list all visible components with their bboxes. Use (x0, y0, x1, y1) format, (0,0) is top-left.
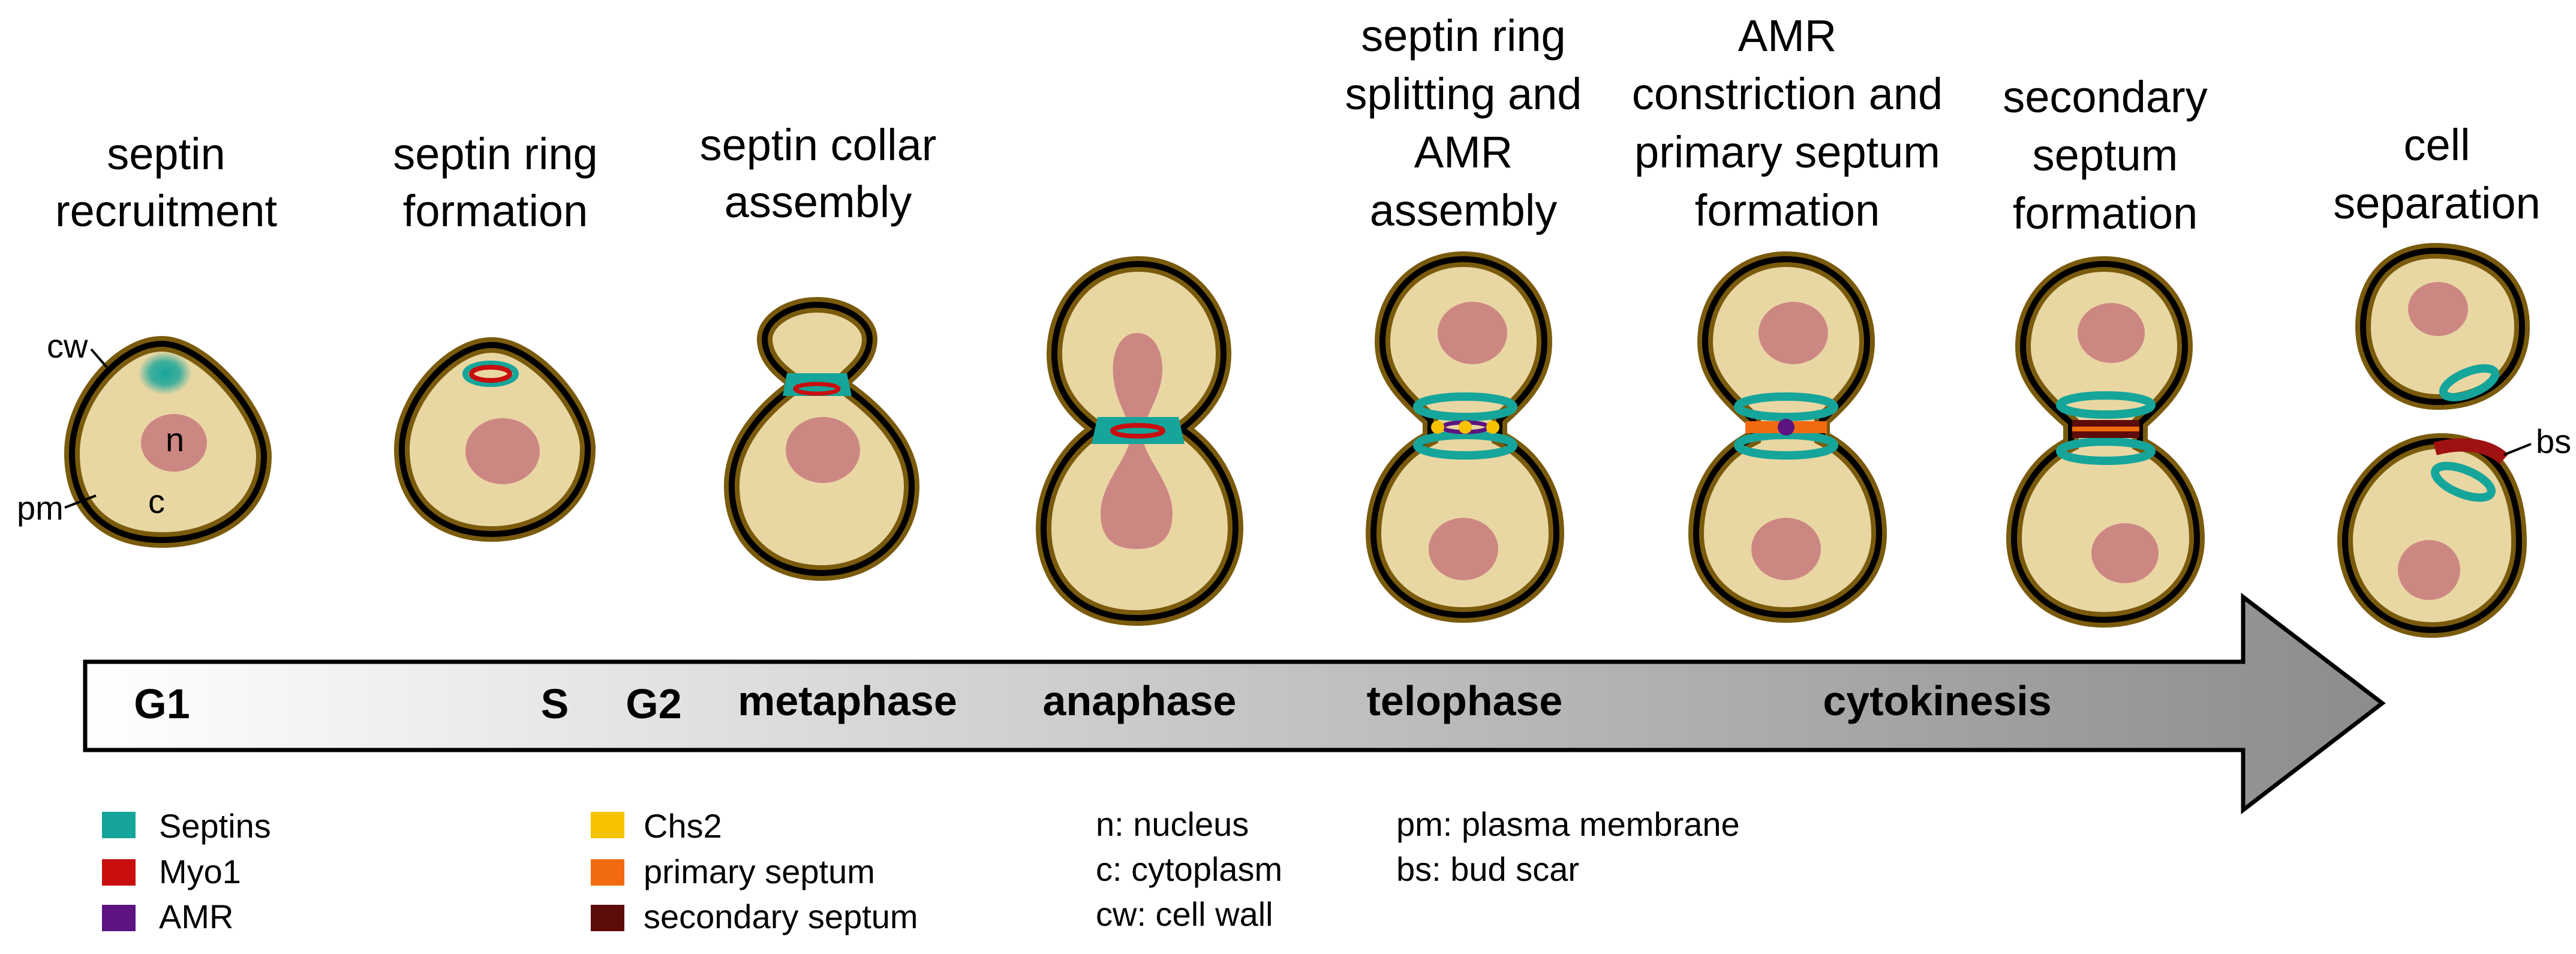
plasma-membrane (728, 301, 915, 577)
plasma-membrane (2341, 437, 2523, 634)
nucleus (2398, 540, 2460, 600)
legend-colors: Septins Myo1 AMR Chs2 primary septum sec… (102, 807, 918, 935)
chs2-dot (1486, 421, 1499, 434)
cell-stage-5 (1365, 251, 1565, 623)
septin-ring (2056, 437, 2156, 465)
abbrev-cell-wall: cw: cell wall (1096, 895, 1273, 933)
chs2-dot (1431, 421, 1444, 434)
legend-swatch (591, 859, 624, 886)
nucleus (1759, 302, 1828, 364)
plasma-membrane (2010, 260, 2201, 623)
abbrev-cytoplasm: c: cytoplasm (1096, 850, 1282, 888)
myo1-ring (793, 382, 841, 396)
phase-anaphase: anaphase (1043, 677, 1237, 724)
cell-stage-1: n c cw pm (17, 327, 272, 548)
cell-stage-6 (1688, 251, 1887, 623)
phase-telophase: telophase (1367, 677, 1563, 724)
legend-item-secondary-septum: secondary septum (591, 898, 918, 935)
nucleus (141, 414, 207, 472)
nucleus-label: n (166, 421, 184, 458)
legend-swatch (102, 859, 136, 886)
legend-label: Myo1 (159, 853, 241, 890)
legend-item-primary-septum: primary septum (591, 853, 875, 890)
phase-metaphase: metaphase (738, 677, 957, 724)
phase-s: S (541, 680, 569, 727)
plasma-membrane (1370, 256, 1560, 619)
legend-label: Septins (159, 807, 271, 845)
cell-stage-3 (723, 296, 920, 581)
septin-ring (2056, 391, 2156, 419)
septin-ring (2439, 364, 2500, 401)
abbrev-nucleus: n: nucleus (1096, 805, 1249, 843)
legend-swatch (102, 812, 136, 838)
phase-cytokinesis: cytokinesis (1823, 677, 2051, 724)
nucleus (2091, 523, 2159, 583)
myo1-ring (1110, 423, 1165, 439)
nucleus (1438, 302, 1507, 364)
legend-item-septins: Septins (102, 807, 271, 845)
plasma-membrane (2359, 247, 2526, 406)
plasma-membrane (68, 340, 267, 544)
legend-item-chs2: Chs2 (591, 807, 722, 845)
phase-g2: G2 (626, 680, 681, 727)
cell-wall-pointer (90, 348, 108, 368)
cell-stage-8: bs (2337, 242, 2571, 638)
plasma-membrane-label: pm (17, 489, 64, 527)
chs2-dot (1459, 421, 1472, 434)
nucleus (786, 417, 860, 483)
arrow-shape (83, 592, 2386, 815)
plasma-membrane (1693, 256, 1883, 619)
nucleus (1429, 518, 1498, 580)
plasma-membrane (1040, 260, 1239, 622)
bud-scar-label: bs (2536, 422, 2571, 460)
legend-swatch (591, 905, 624, 931)
septin-patch (138, 352, 192, 395)
nucleus (465, 418, 540, 484)
septin-collar (1092, 417, 1185, 444)
abbrev-bud-scar: bs: bud scar (1396, 850, 1579, 888)
legend-swatch (591, 812, 624, 838)
phase-g1: G1 (134, 680, 190, 727)
legend-item-amr: AMR (102, 898, 233, 935)
septin-ring (2431, 461, 2496, 502)
cytoplasm-label: c (148, 482, 165, 520)
legend-label: secondary septum (644, 898, 918, 935)
septin-ring (1734, 392, 1838, 421)
legend-abbreviations: n: nucleus c: cytoplasm cw: cell wall pm… (1096, 805, 1740, 933)
bud-scar-pointer (2503, 443, 2532, 456)
cell-stage-7 (2006, 256, 2205, 628)
legend-label: primary septum (644, 853, 875, 890)
nucleus (1751, 518, 1821, 580)
nucleus (2408, 282, 2468, 336)
primary-septum (2072, 427, 2139, 431)
legend-label: Chs2 (644, 807, 722, 845)
legend-label: AMR (159, 898, 233, 935)
cell-stage-4 (1035, 256, 1244, 626)
nucleus (2078, 303, 2145, 363)
amr-dot (1778, 419, 1795, 436)
abbrev-plasma-membrane: pm: plasma membrane (1396, 805, 1740, 843)
legend-swatch (102, 905, 136, 931)
cell-stage-2 (393, 337, 596, 542)
myo1-ring (469, 365, 512, 383)
cell-wall-label: cw (47, 327, 88, 365)
septin-ring (1413, 392, 1517, 421)
plasma-membrane (398, 341, 591, 538)
septin-ring (462, 361, 519, 387)
bud-scar (2433, 438, 2509, 464)
plasma-membrane-pointer (64, 494, 97, 509)
septin-ring (1413, 431, 1517, 460)
timeline-arrow: G1 S G2 metaphase anaphase telophase cyt… (83, 592, 2386, 815)
legend-item-myo1: Myo1 (102, 853, 241, 890)
